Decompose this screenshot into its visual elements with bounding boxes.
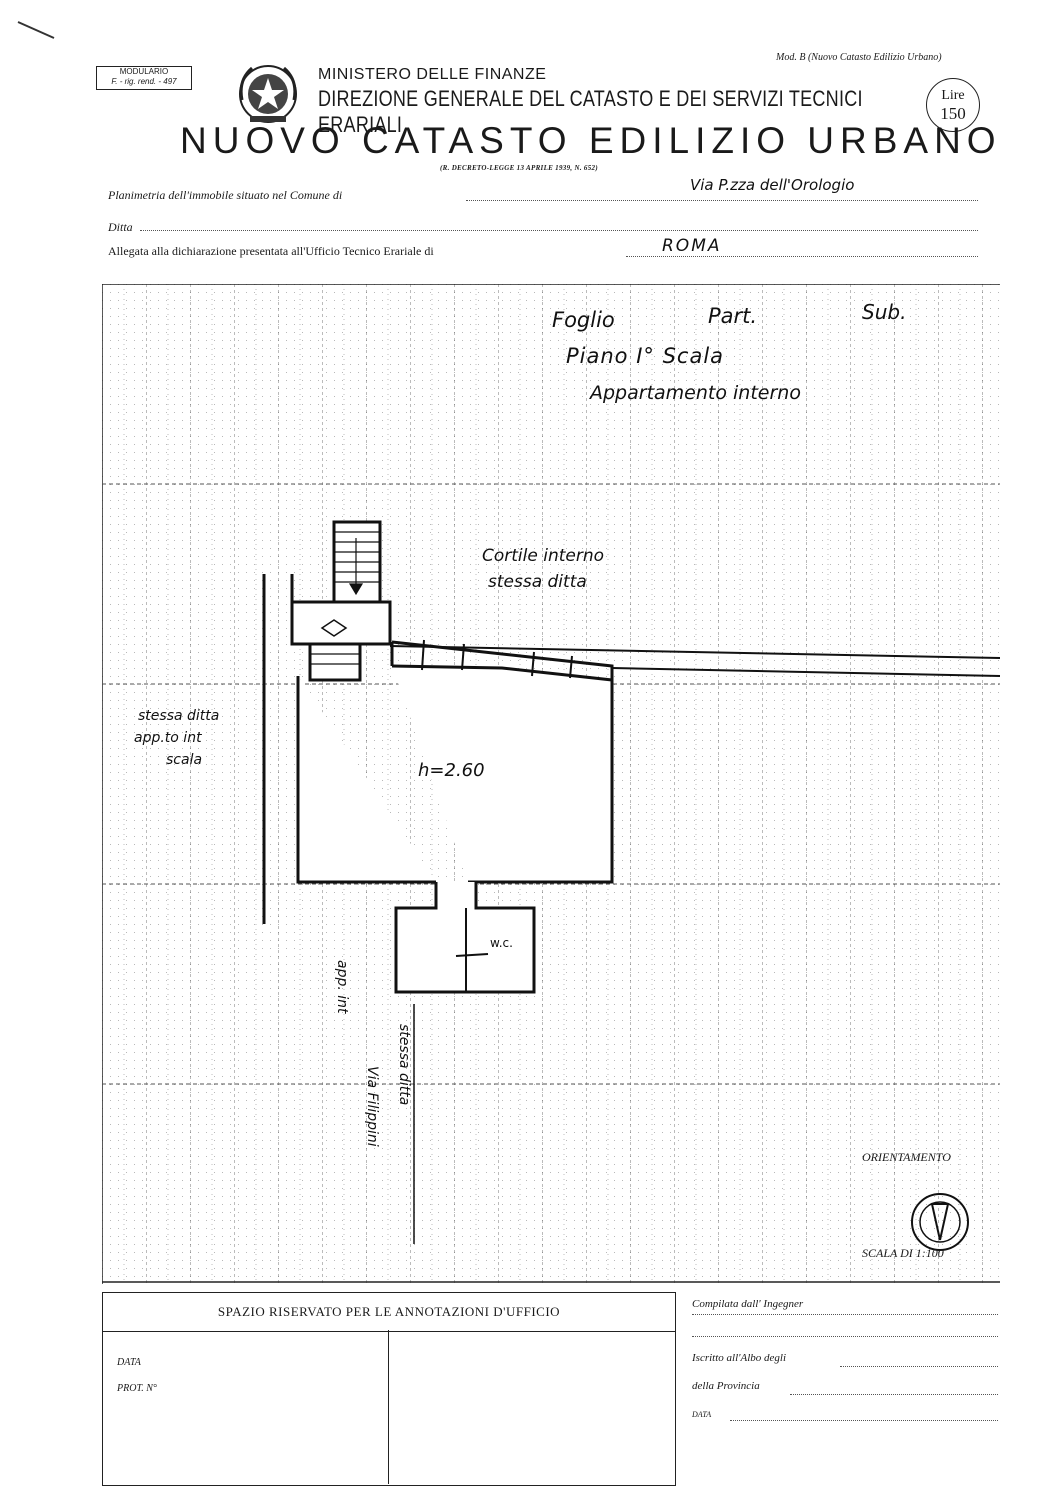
sub-label: Sub. bbox=[862, 300, 907, 324]
ceiling-height: h=2.60 bbox=[418, 760, 485, 781]
cortile-label-1: Cortile interno bbox=[482, 546, 605, 566]
provincia-label: della Provincia bbox=[692, 1380, 760, 1392]
left-note-2: app.to int bbox=[134, 730, 202, 746]
vertical-note-2: stessa ditta bbox=[396, 1024, 412, 1106]
data-right-label: DATA bbox=[692, 1410, 712, 1419]
appartamento-label: Appartamento interno bbox=[590, 382, 801, 404]
wc-label: w.c. bbox=[490, 936, 513, 950]
planimetria-value: Via P.zza dell'Orologio bbox=[690, 176, 855, 194]
lire-stamp: Lire 150 bbox=[926, 78, 980, 132]
modulario-box: MODULARIO F. - rig. rend. - 497 bbox=[96, 66, 192, 90]
republic-emblem-icon bbox=[239, 65, 297, 123]
provincia-line bbox=[790, 1394, 998, 1395]
orientamento-label: ORIENTAMENTO bbox=[862, 1150, 951, 1164]
compilata-line-2 bbox=[692, 1336, 998, 1337]
vertical-note-1: app. int bbox=[334, 960, 350, 1014]
left-note-1: stessa ditta bbox=[138, 708, 220, 724]
office-annotations-header: SPAZIO RISERVATO PER LE ANNOTAZIONI D'UF… bbox=[103, 1293, 675, 1332]
piano-label: Piano I° Scala bbox=[566, 344, 725, 368]
allegata-line bbox=[626, 256, 978, 257]
modulario-ref: F. - rig. rend. - 497 bbox=[111, 77, 177, 86]
left-note-3: scala bbox=[166, 752, 203, 768]
lire-value: 150 bbox=[940, 104, 966, 123]
iscritto-line bbox=[840, 1366, 998, 1367]
ministero-label: MINISTERO DELLE FINANZE bbox=[318, 66, 547, 83]
iscritto-label: Iscritto all'Albo degli bbox=[692, 1352, 787, 1364]
mod-b-label: Mod. B (Nuovo Catasto Edilizio Urbano) bbox=[776, 52, 942, 63]
office-annotations-box: SPAZIO RISERVATO PER LE ANNOTAZIONI D'UF… bbox=[102, 1292, 676, 1486]
decreto-reference: (R. DECRETO-LEGGE 13 APRILE 1939, N. 652… bbox=[440, 164, 598, 172]
allegata-value: ROMA bbox=[662, 236, 722, 256]
ditta-line bbox=[140, 230, 978, 231]
floor-plan-grid bbox=[102, 284, 1000, 1284]
planimetria-line bbox=[466, 200, 978, 201]
corner-mark bbox=[17, 21, 55, 39]
cortile-label-2: stessa ditta bbox=[488, 572, 587, 592]
direzione-label: DIREZIONE GENERALE DEL CATASTO E DEI SER… bbox=[318, 86, 863, 137]
foglio-label: Foglio bbox=[552, 308, 615, 332]
planimetria-label: Planimetria dell'immobile situato nel Co… bbox=[108, 188, 343, 202]
ditta-label: Ditta bbox=[108, 220, 133, 234]
vertical-note-3: Via Filippini bbox=[364, 1066, 380, 1147]
scala-label: SCALA DI 1:100 bbox=[862, 1246, 944, 1260]
data-label: DATA bbox=[117, 1357, 141, 1368]
allegata-label: Allegata alla dichiarazione presentata a… bbox=[108, 244, 434, 258]
lire-label: Lire bbox=[941, 88, 965, 103]
prot-label: PROT. N° bbox=[117, 1383, 157, 1394]
compilata-line bbox=[692, 1314, 998, 1315]
annotations-divider bbox=[388, 1330, 389, 1484]
compilata-label: Compilata dall' Ingegner bbox=[692, 1298, 804, 1310]
modulario-label: MODULARIO bbox=[119, 67, 169, 76]
part-label: Part. bbox=[708, 304, 758, 328]
data-right-line bbox=[730, 1420, 998, 1421]
document-title: NUOVO CATASTO EDILIZIO URBANO bbox=[180, 120, 1002, 161]
